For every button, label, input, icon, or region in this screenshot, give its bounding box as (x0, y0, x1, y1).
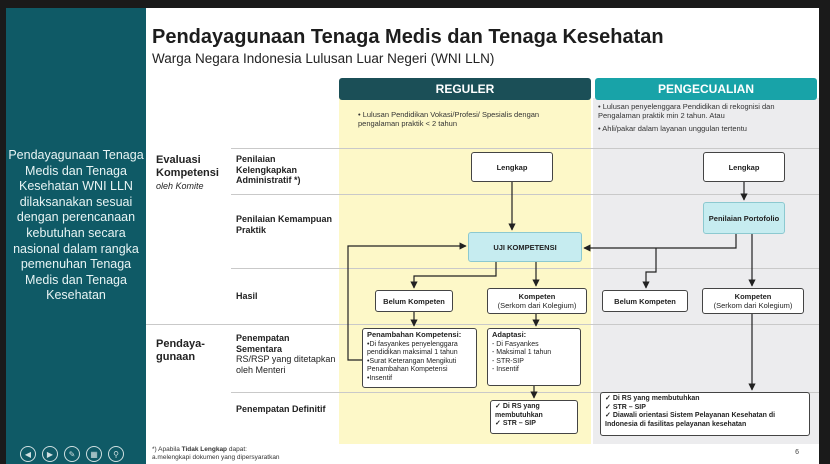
footnote-line-2: a.melengkapi dokumen yang dipersyaratkan (152, 454, 280, 461)
row-divider (231, 148, 819, 149)
box-belum-kompeten-pengecualian: Belum Kompeten (602, 290, 688, 312)
adaptasi-item: Insentif (496, 366, 519, 373)
footnote: *) Apabila Tidak Lengkap dapat: a.meleng… (152, 446, 280, 462)
row-label-hasil: Hasil (236, 291, 258, 301)
row-label-sementara-title: Penempatan Sementara (236, 333, 290, 354)
box-adaptasi: Adaptasi: - Di Fasyankes - Maksimal 1 ta… (487, 328, 581, 386)
zoom-icon[interactable]: ⚲ (108, 446, 124, 462)
section-pendayagunaan-title: Pendaya-gunaan (156, 338, 205, 363)
row-divider (231, 194, 819, 195)
sidebar-text: Pendayagunaan Tenaga Medis dan Tenaga Ke… (8, 148, 144, 303)
footnote-bold: Tidak Lengkap (181, 446, 228, 453)
adaptasi-title: Adaptasi: (492, 330, 527, 339)
footnote-suffix: dapat: (228, 446, 247, 453)
box-belum-kompeten-reguler: Belum Kompeten (375, 290, 453, 312)
box-uji-kompetensi: UJI KOMPETENSI (468, 232, 582, 262)
footnote-prefix: *) Apabila (152, 446, 180, 453)
box-lengkap-pengecualian: Lengkap (703, 152, 785, 182)
box-definitif-pengecualian: ✓ Di RS yang membutuhkan ✓ STR – SIP ✓ D… (600, 392, 810, 436)
penambahan-item: Di fasyankes penyelenggara pendidikan ma… (367, 340, 458, 357)
adaptasi-item: STR-SIP (496, 357, 524, 365)
forward-icon[interactable]: ▶ (42, 446, 58, 462)
box-lengkap-reguler: Lengkap (471, 152, 553, 182)
reguler-header: REGULER (339, 78, 591, 100)
pengecualian-note-1-text: Lulusan penyelenggara Pendidikan di reko… (598, 102, 775, 120)
definitif-reguler-item: STR – SIP (502, 420, 536, 427)
section-pendayagunaan: Pendaya-gunaan (156, 338, 226, 364)
box-kompeten-pengecualian: Kompeten (Serkom dari Kolegium) (702, 288, 804, 314)
grid-icon[interactable]: ▦ (86, 446, 102, 462)
section-evaluasi-sub: oleh Komite (156, 181, 204, 191)
row-label-sementara: Penempatan Sementara RS/RSP yang ditetap… (236, 333, 336, 375)
definitif-pengecualian-item: Di RS yang membutuhkan (612, 395, 700, 402)
sidebar: Pendayagunaan Tenaga Medis dan Tenaga Ke… (6, 8, 146, 464)
section-evaluasi: Evaluasi Kompetensi oleh Komite (156, 154, 231, 193)
pengecualian-note-2-text: Ahli/pakar dalam layanan unggulan terten… (602, 124, 747, 133)
page-subtitle: Warga Negara Indonesia Lulusan Luar Nege… (152, 51, 495, 66)
box-kompeten-pengecualian-sub: (Serkom dari Kolegium) (713, 301, 793, 310)
definitif-pengecualian-item: Diawali orientasi Sistem Pelayanan Keseh… (605, 412, 776, 428)
row-divider (146, 324, 819, 325)
row-divider (231, 268, 819, 269)
back-icon[interactable]: ◀ (20, 446, 36, 462)
penambahan-item: Surat Keterangan Mengikuti Penambahan Ko… (367, 357, 457, 374)
presentation-controls: ◀ ▶ ✎ ▦ ⚲ (20, 446, 124, 462)
reguler-note-text: Lulusan Pendidikan Vokasi/Profesi/ Spesi… (358, 110, 540, 128)
box-penilaian-portofolio: Penilaian Portofolio (703, 202, 785, 234)
box-definitif-reguler: ✓ Di RS yang membutuhkan ✓ STR – SIP (490, 400, 578, 434)
section-evaluasi-title: Evaluasi Kompetensi (156, 154, 219, 179)
pengecualian-note-2: • Ahli/pakar dalam layanan unggulan tert… (598, 124, 747, 133)
penambahan-title: Penambahan Kompetensi: (367, 330, 462, 339)
page-number: 6 (795, 449, 799, 456)
row-divider (231, 392, 819, 393)
box-kompeten-reguler-label: Kompeten (518, 292, 556, 301)
penambahan-item: Insentif (369, 374, 393, 382)
definitif-reguler-item: Di RS yang membutuhkan (495, 403, 543, 419)
row-label-administratif: Penilaian Kelengkapkan Administratif *) (236, 154, 301, 185)
pengecualian-note-1: • Lulusan penyelenggara Pendidikan di re… (598, 102, 775, 120)
row-label-praktik: Penilaian Kemampuan Praktik (236, 214, 333, 235)
box-kompeten-reguler: Kompeten (Serkom dari Kolegium) (487, 288, 587, 314)
pengecualian-header: PENGECUALIAN (595, 78, 817, 100)
page-title: Pendayagunaan Tenaga Medis dan Tenaga Ke… (152, 26, 664, 48)
row-label-sementara-desc: RS/RSP yang ditetapkan oleh Menteri (236, 354, 336, 375)
slide: Pendayagunaan Tenaga Medis dan Tenaga Ke… (146, 8, 819, 464)
row-label-definitif: Penempatan Definitif (236, 404, 326, 414)
box-kompeten-pengecualian-label: Kompeten (734, 292, 772, 301)
box-penambahan-kompetensi: Penambahan Kompetensi: •Di fasyankes pen… (362, 328, 477, 388)
pen-icon[interactable]: ✎ (64, 446, 80, 462)
box-kompeten-reguler-sub: (Serkom dari Kolegium) (497, 301, 577, 310)
adaptasi-item: Di Fasyankes (496, 340, 539, 348)
reguler-note: • Lulusan Pendidikan Vokasi/Profesi/ Spe… (358, 110, 540, 128)
adaptasi-item: Maksimal 1 tahun (496, 349, 552, 356)
definitif-pengecualian-item: STR – SIP (612, 403, 646, 411)
